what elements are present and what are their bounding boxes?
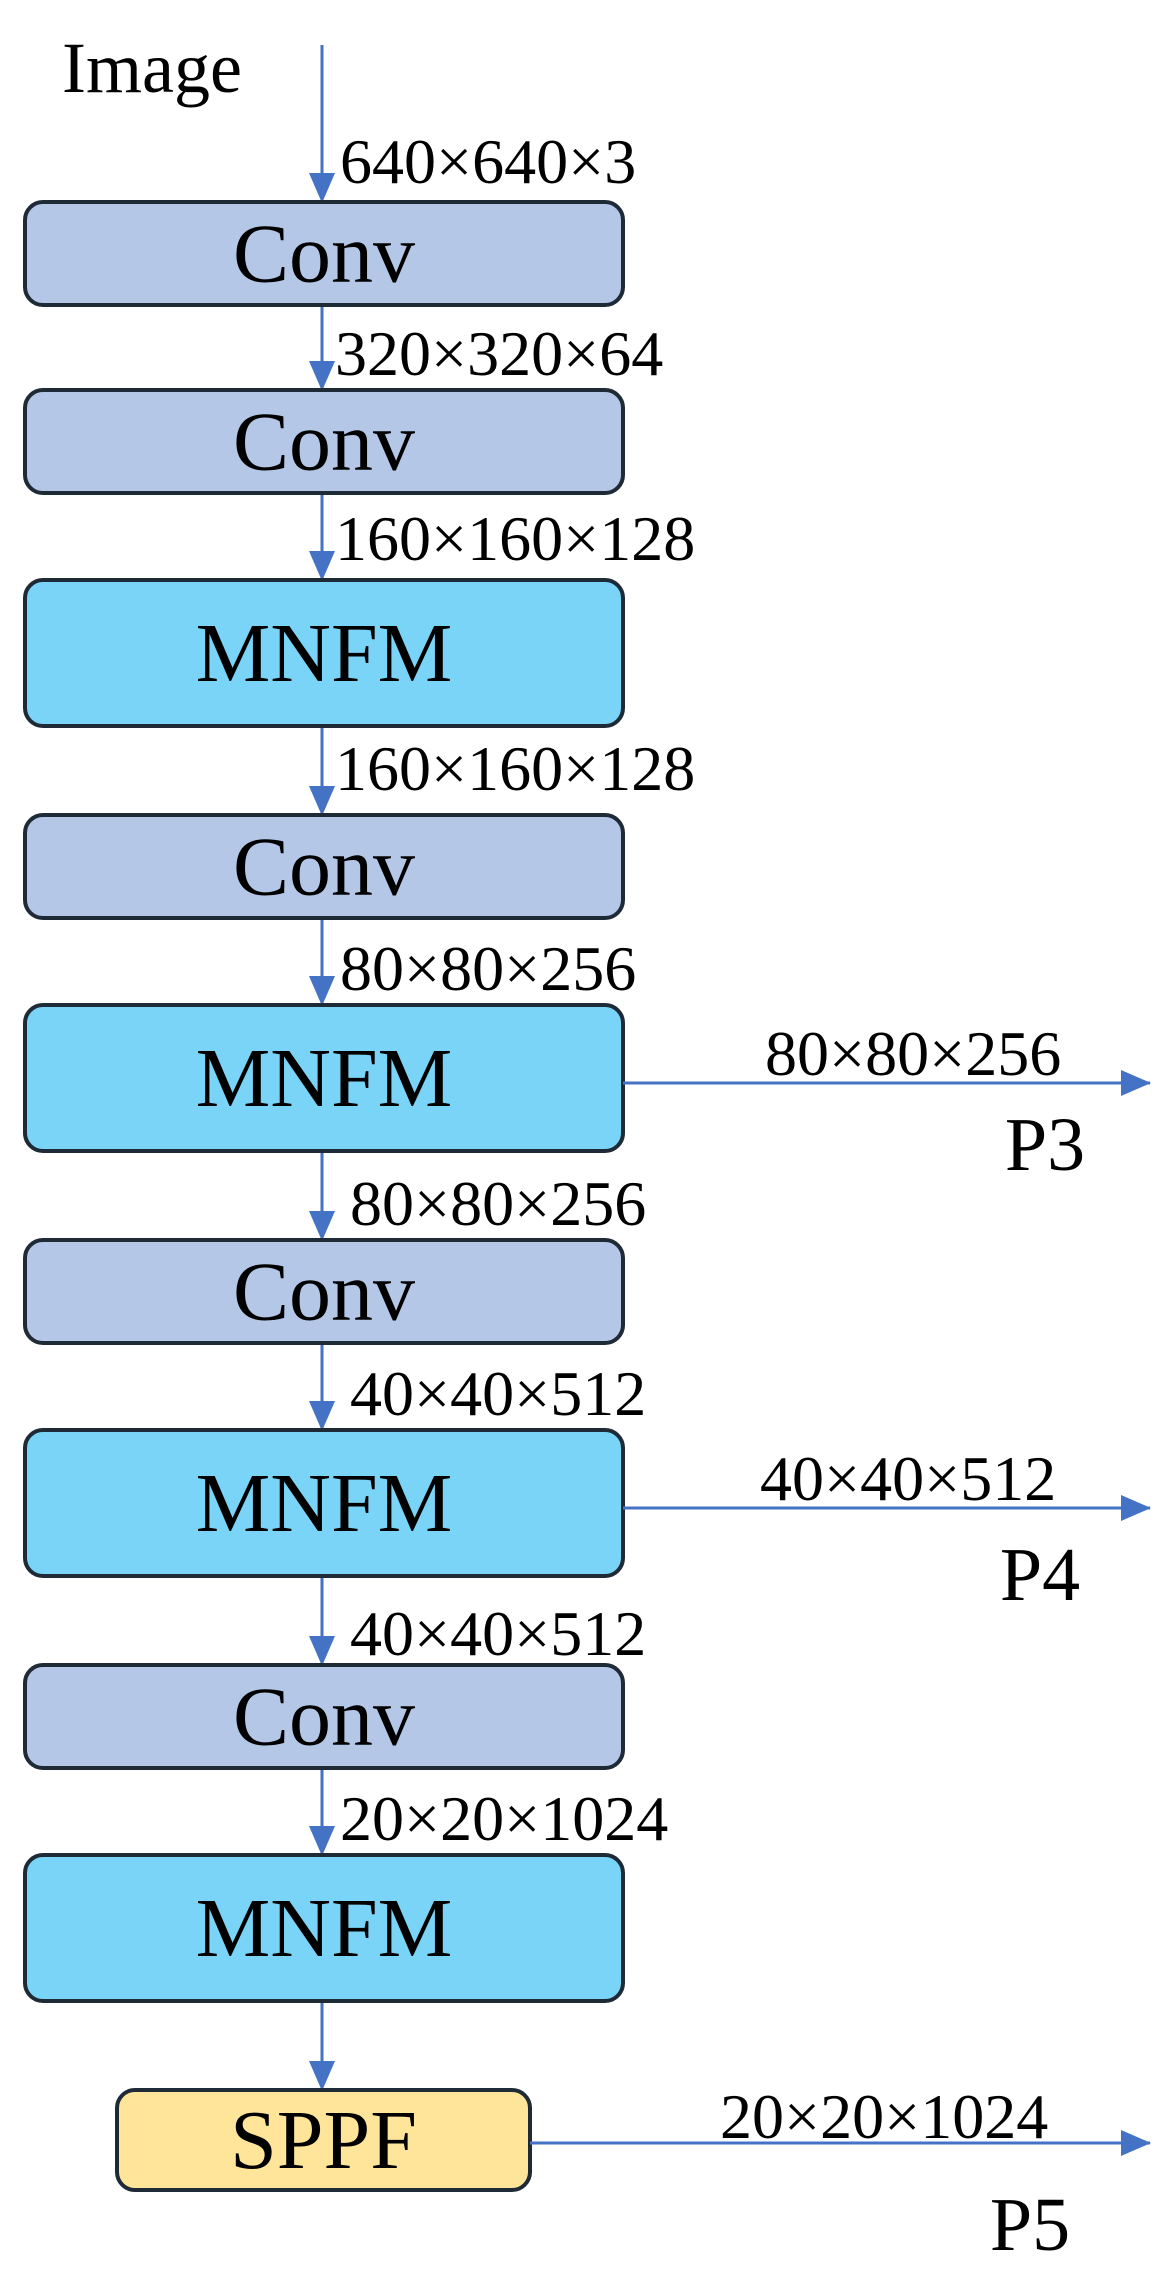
conv-block-shape <box>23 1238 625 1345</box>
conv-block-shape <box>23 1663 625 1770</box>
sppf-block-label: SPPF <box>230 2094 417 2187</box>
mnfm-block-label: MNFM <box>196 1882 453 1975</box>
mnfm-block-label: MNFM <box>196 1457 453 1550</box>
dimension-label: 640×640×3 <box>340 126 636 197</box>
dimension-label: 320×320×64 <box>335 318 663 389</box>
mnfm-block: MNFM <box>23 1853 625 2003</box>
output-dimension-label: 20×20×1024 <box>720 2081 1048 2152</box>
mnfm-block: MNFM <box>23 1003 625 1153</box>
dimension-label: 20×20×1024 <box>340 1783 668 1854</box>
dimension-label: 40×40×512 <box>350 1598 646 1669</box>
conv-block-shape <box>23 813 625 920</box>
dimension-label: 40×40×512 <box>350 1358 646 1429</box>
dimension-labels: 640×640×3 320×320×64 160×160×128 160×160×12… <box>335 126 695 1854</box>
output-dimension-label: 80×80×256 <box>765 1018 1061 1089</box>
mnfm-block-shape <box>23 1853 625 2003</box>
dimension-label: 160×160×128 <box>335 733 695 804</box>
conv-block-label: Conv <box>233 396 415 489</box>
sppf-block: SPPF <box>115 2088 532 2192</box>
conv-block: Conv <box>23 1663 625 1770</box>
input-label: Image <box>62 28 242 108</box>
conv-block: Conv <box>23 813 625 920</box>
mnfm-block-shape <box>23 578 625 728</box>
sppf-block-shape <box>115 2088 532 2192</box>
mnfm-block-shape <box>23 1428 625 1578</box>
mnfm-block: MNFM <box>23 578 625 728</box>
dimension-label: 160×160×128 <box>335 503 695 574</box>
output-label: P5 <box>990 2183 1070 2267</box>
dimension-label: 80×80×256 <box>340 933 636 1004</box>
conv-block: Conv <box>23 200 625 307</box>
dimension-label: 80×80×256 <box>350 1168 646 1239</box>
conv-block-label: Conv <box>233 1671 415 1764</box>
conv-block: Conv <box>23 1238 625 1345</box>
mnfm-block-label: MNFM <box>196 607 453 700</box>
conv-block-shape <box>23 388 625 495</box>
output-label: P4 <box>1000 1533 1080 1617</box>
mnfm-block: MNFM <box>23 1428 625 1578</box>
output-dimension-label: 40×40×512 <box>760 1443 1056 1514</box>
mnfm-block-label: MNFM <box>196 1032 453 1125</box>
conv-block-label: Conv <box>233 821 415 914</box>
output-label: P3 <box>1005 1103 1085 1187</box>
conv-block-label: Conv <box>233 1246 415 1339</box>
mnfm-block-shape <box>23 1003 625 1153</box>
conv-block-label: Conv <box>233 208 415 301</box>
conv-block: Conv <box>23 388 625 495</box>
conv-block-shape <box>23 200 625 307</box>
